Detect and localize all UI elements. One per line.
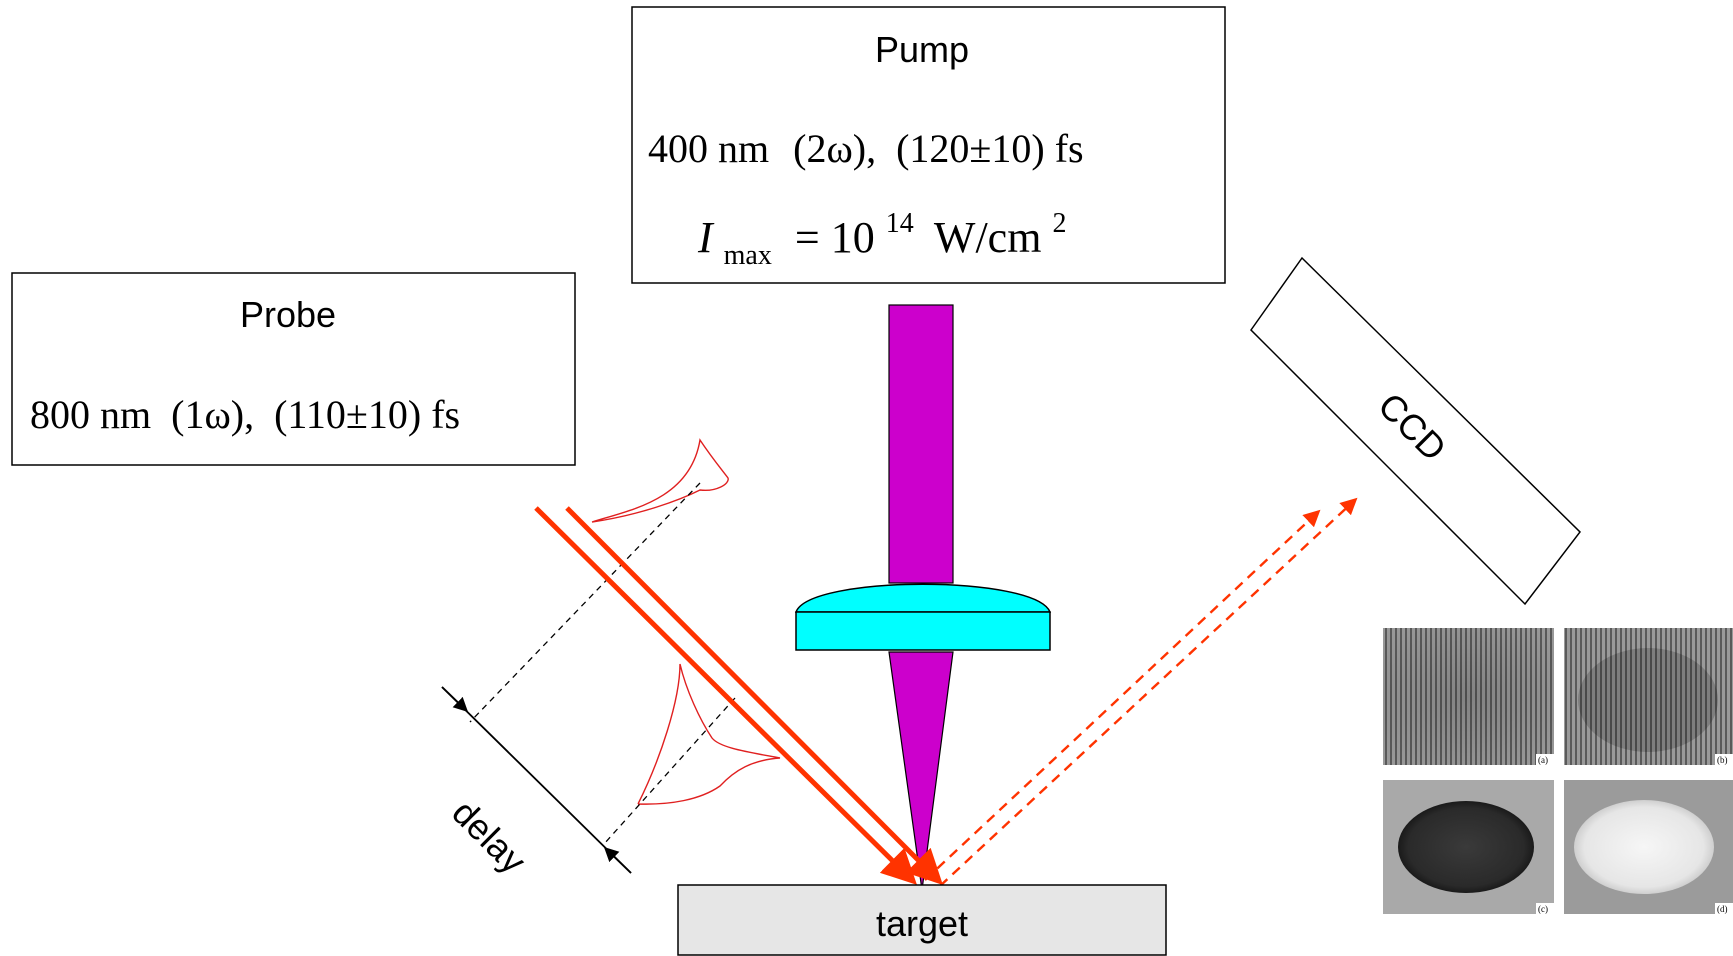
pump-wavelength: 400 nm [648, 126, 769, 171]
pump-duration: (120±10) fs [896, 126, 1083, 171]
panel-c: (c) [1383, 780, 1554, 914]
pump-wavelength-line: 400 nm (2ω), (120±10) fs [648, 126, 1084, 171]
result-image-panels: (a) (b) (c) (d) [1383, 628, 1733, 914]
panel-b: (b) [1564, 628, 1733, 765]
pump-title: Pump [875, 29, 969, 70]
intensity-unit-exponent: 2 [1052, 208, 1066, 239]
reflected-probe-beams [924, 497, 1358, 887]
delay-construction-lines [469, 482, 736, 845]
panel-a-label: (a) [1538, 755, 1548, 765]
focused-pump-cone [888, 651, 954, 891]
ccd-detector: CCD [1250, 256, 1581, 606]
panel-d-label: (d) [1717, 904, 1728, 914]
intensity-equation: = 10 [795, 213, 875, 262]
incident-probe-beams [534, 506, 943, 885]
panel-a: (a) [1383, 628, 1554, 765]
probe-duration: (110±10) fs [274, 392, 460, 437]
intensity-exponent: 14 [886, 208, 914, 239]
pump-intensity-line: I max = 10 14 W/cm 2 [697, 193, 1066, 274]
panel-b-label: (b) [1717, 755, 1728, 765]
focusing-lens [794, 583, 1052, 651]
target-label: target [876, 903, 968, 944]
panel-d: (d) [1564, 780, 1733, 914]
intensity-symbol: I [697, 213, 715, 262]
panel-c-label: (c) [1538, 904, 1548, 914]
pump-harmonic: (2ω), [793, 126, 876, 171]
pump-beam [888, 304, 954, 584]
pump-beam-assembly [794, 304, 1052, 891]
probe-pulse-envelopes [591, 438, 781, 805]
probe-harmonic: (1ω), [171, 392, 254, 437]
probe-wavelength: 800 nm [30, 392, 151, 437]
probe-title: Probe [240, 294, 336, 335]
pump-box: Pump 400 nm (2ω), (120±10) fs I max = 10… [631, 6, 1226, 284]
delay-label: delay [444, 792, 534, 882]
intensity-subscript: max [724, 240, 772, 271]
intensity-unit: W/cm [934, 213, 1042, 262]
target: target [677, 884, 1167, 956]
probe-box: Probe 800 nm (1ω), (110±10) fs [11, 272, 576, 466]
delay-marker: delay [441, 686, 632, 882]
probe-wavelength-line: 800 nm (1ω), (110±10) fs [30, 392, 460, 437]
